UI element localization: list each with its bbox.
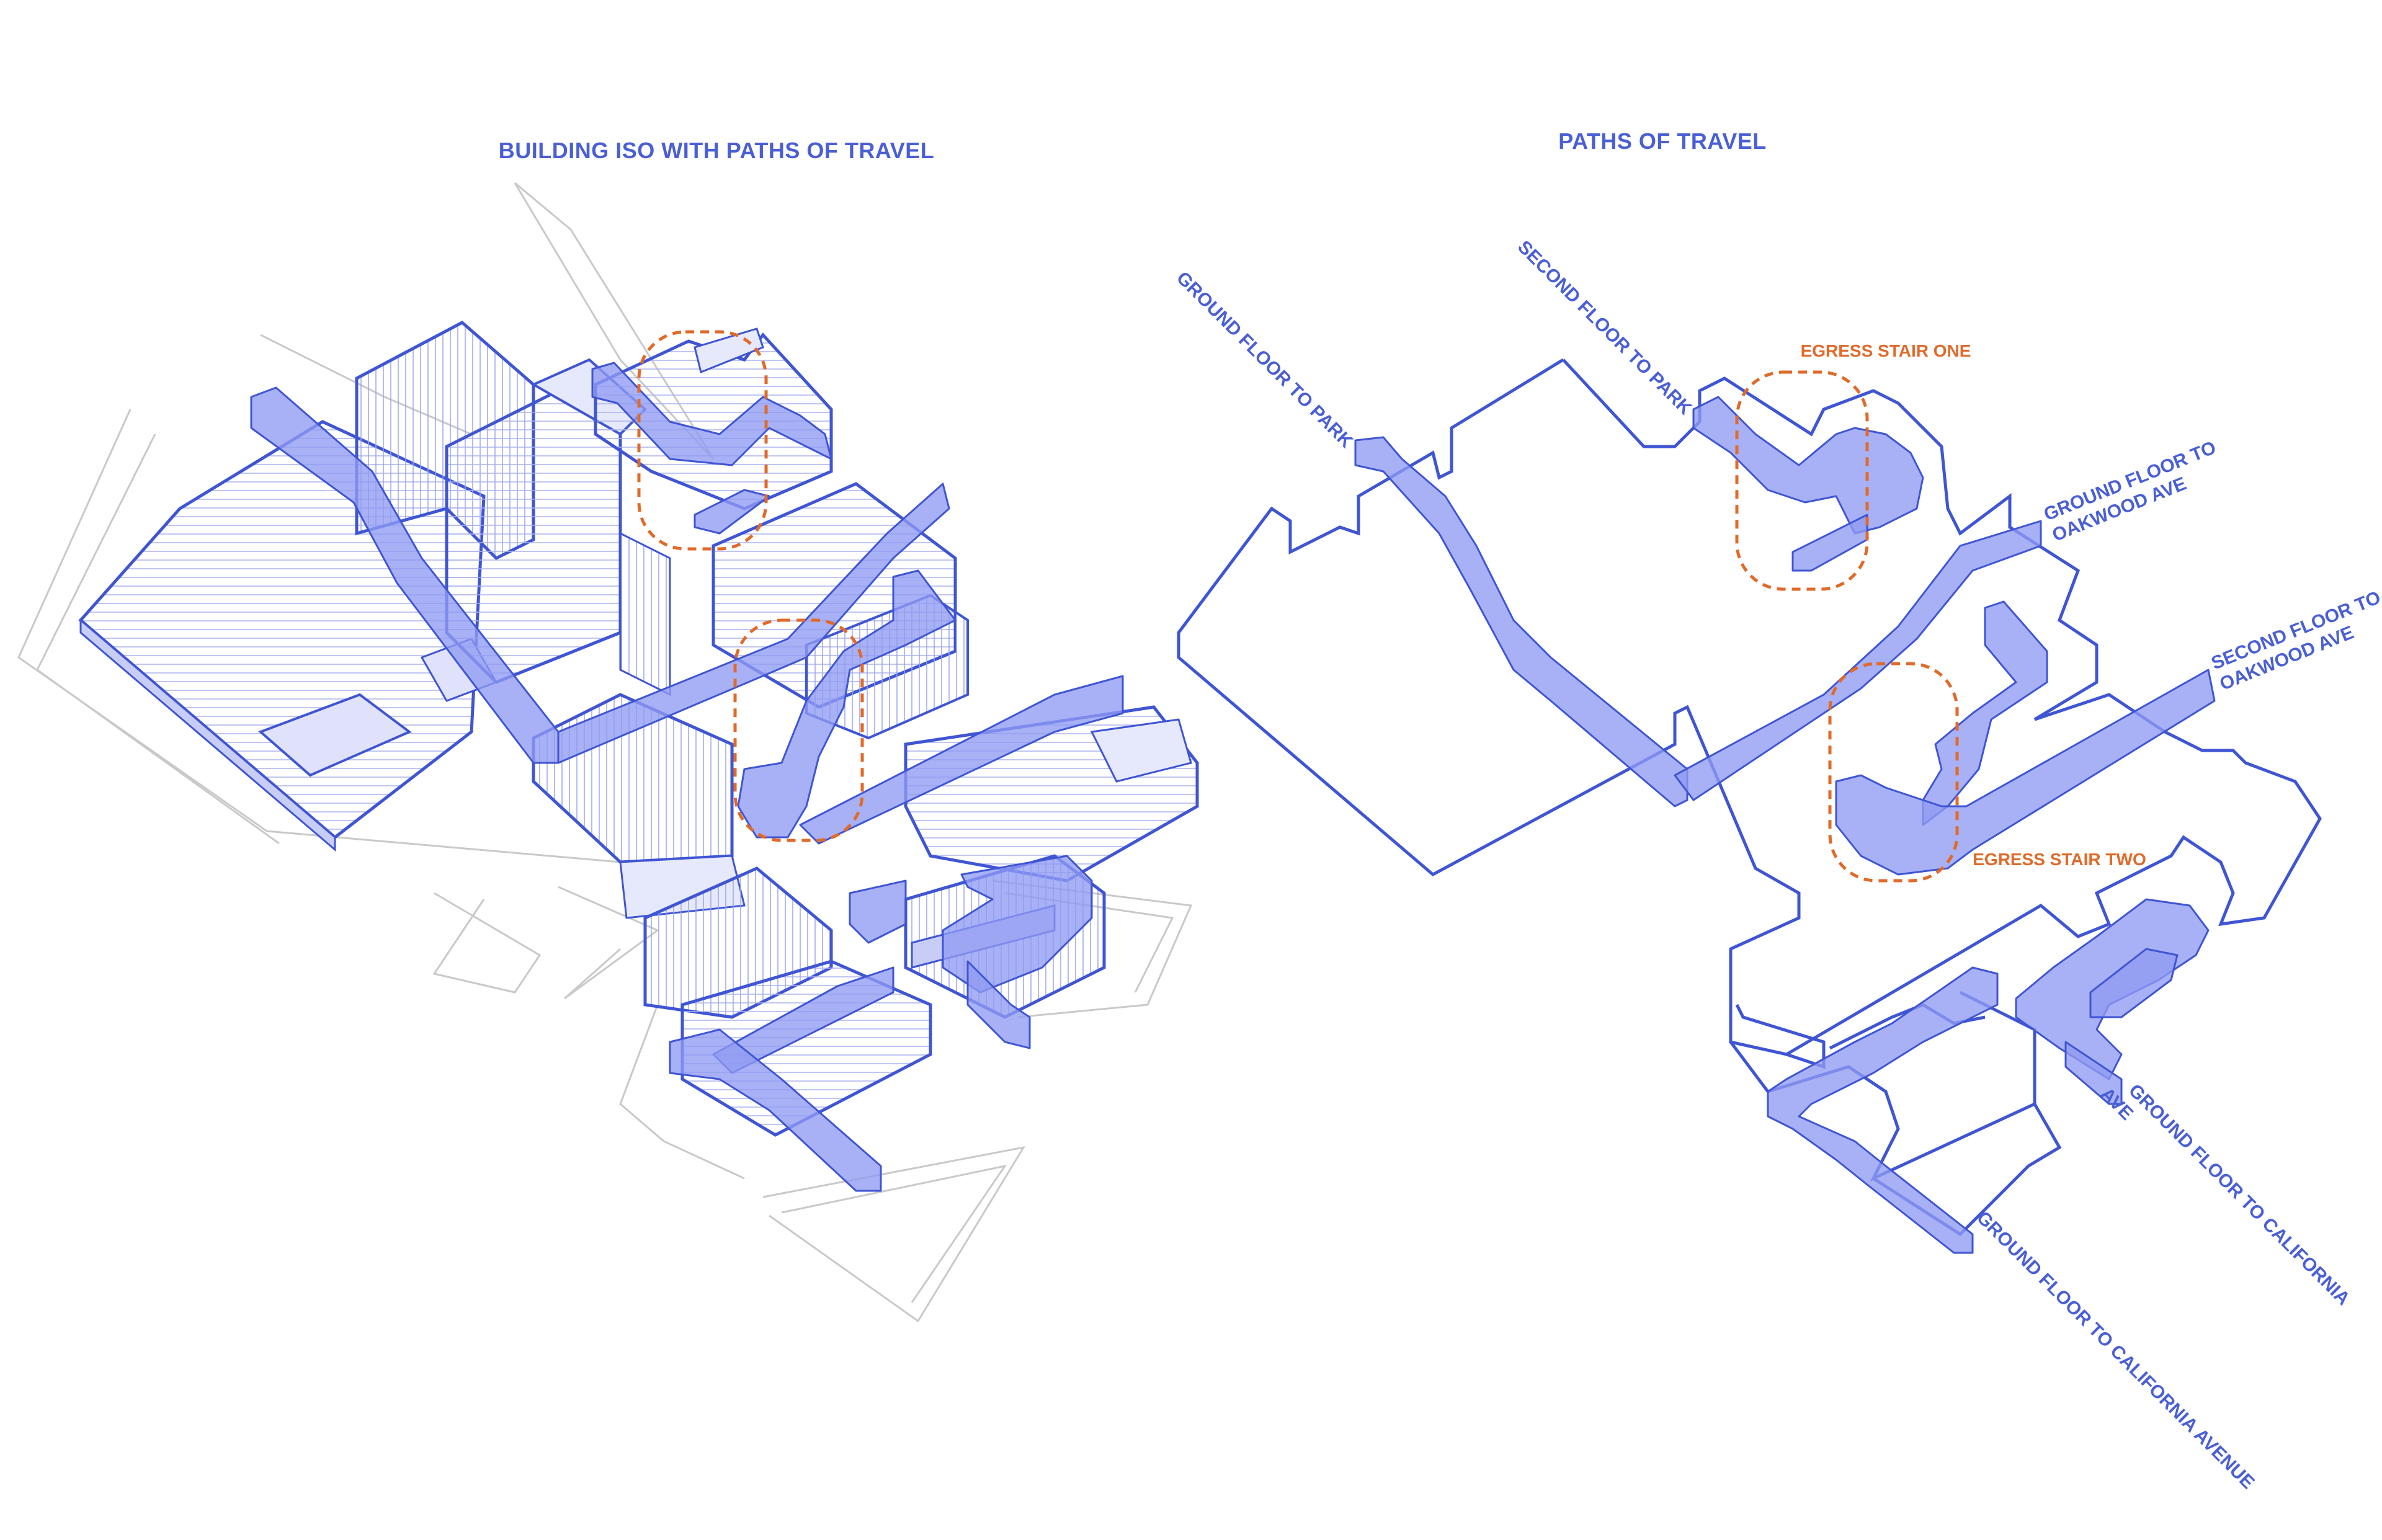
path-egress-stair-two [1835, 669, 2216, 876]
path-california-inner [2089, 948, 2179, 1018]
path-california-spur [2064, 1041, 2123, 1105]
path-second-floor-to-park [1692, 396, 1924, 535]
building-iso-drawing [17, 182, 1199, 1323]
label-ground-floor-to-park: GROUND FLOOR TO PARK [1172, 268, 1357, 452]
label-second-floor-to-park: SECOND FLOOR TO PARK [1514, 237, 1696, 419]
egress-stair-one-label: EGRESS STAIR ONE [1801, 341, 1971, 360]
label-ground-floor-to-california: GROUND FLOOR TO CALIFORNIA AVE [2097, 1080, 2354, 1309]
building-paths-of-travel [250, 362, 1124, 1192]
path-ground-floor-to-oakwood [1674, 520, 2042, 801]
svg-text:GROUND FLOOR TO CALIFORNIA: GROUND FLOOR TO CALIFORNIA [2125, 1080, 2353, 1309]
label-second-floor-to-oakwood: SECOND FLOOR TO OAKWOOD AVE [2208, 587, 2382, 695]
left-diagram-title: BUILDING ISO WITH PATHS OF TRAVEL [499, 138, 934, 163]
egress-stair-one-callout [1735, 370, 1869, 591]
paths-of-travel-plan: EGRESS STAIR ONE EGRESS STAIR TWO GROUND… [1172, 237, 2382, 1493]
right-diagram-title: PATHS OF TRAVEL [1558, 128, 1767, 154]
path-ground-floor-to-california-avenue [1767, 966, 1999, 1254]
egress-stair-two-callout [1828, 662, 1959, 883]
label-ground-floor-to-california-avenue: GROUND FLOOR TO CALIFORNIA AVENUE [1973, 1208, 2259, 1493]
building-egress-callouts [637, 330, 864, 842]
path-second-floor-short [1791, 514, 1868, 572]
path-ground-floor-to-park [1354, 436, 1688, 808]
label-ground-floor-to-oakwood: GROUND FLOOR TO OAKWOOD AVE [2041, 437, 2219, 546]
egress-stair-two-label: EGRESS STAIR TWO [1973, 850, 2146, 869]
egress-callouts [1735, 370, 1959, 883]
path-extrusions [1354, 396, 2216, 1254]
route-labels: GROUND FLOOR TO PARK SECOND FLOOR TO PAR… [1172, 237, 2382, 1493]
